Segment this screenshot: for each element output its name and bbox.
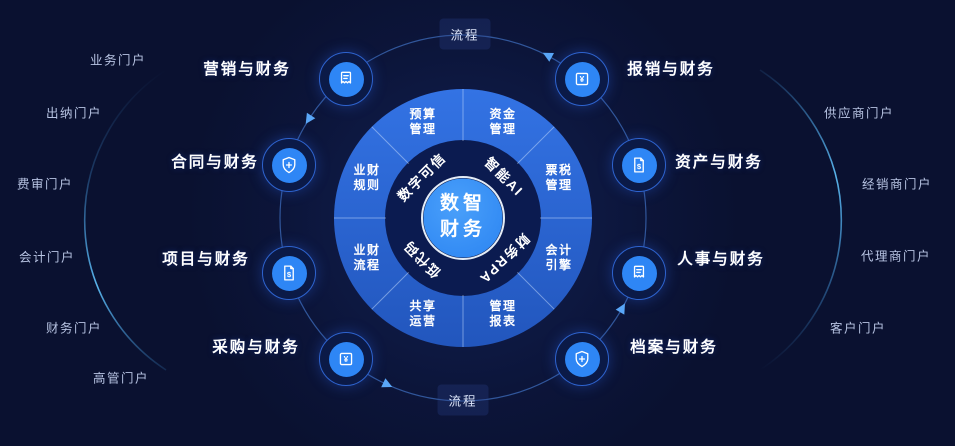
left-outer-arc — [83, 69, 167, 371]
module-label-archive-finance: 档案与财务 — [630, 339, 718, 356]
segment-budget: 预算 管理 — [409, 107, 437, 136]
node-marketing-finance — [319, 52, 373, 106]
portal-cashier: 出纳门户 — [45, 106, 103, 121]
yuan-badge-icon: ¥ — [339, 352, 353, 366]
module-label-reimbursement-finance: 报销与财务 — [627, 61, 715, 78]
node-procurement-finance: ¥ — [319, 332, 373, 386]
portal-finance: 财务门户 — [45, 321, 103, 336]
flow-arrow-bottom — [381, 378, 393, 388]
segment-bizfin-rules: 业财 规则 — [353, 163, 381, 192]
svg-text:$: $ — [287, 270, 292, 279]
svg-text:$: $ — [637, 162, 642, 171]
yuan-badge-icon: ¥ — [575, 72, 589, 86]
receipt-icon — [633, 265, 645, 278]
node-project-finance: $ — [262, 246, 316, 300]
right-outer-arc — [759, 69, 843, 371]
svg-text:¥: ¥ — [580, 74, 585, 84]
segment-tax: 票税 管理 — [545, 163, 573, 192]
portal-business: 业务门户 — [89, 53, 147, 68]
portal-supplier: 供应商门户 — [823, 106, 895, 121]
shield-plus-icon — [575, 350, 589, 368]
center-circle — [423, 178, 503, 258]
receipt-icon — [340, 71, 352, 84]
svg-text:¥: ¥ — [344, 354, 349, 364]
segment-treasury: 资金 管理 — [489, 107, 517, 136]
flow-arrow-left — [305, 112, 316, 124]
node-contract-finance — [262, 138, 316, 192]
node-archive-finance — [555, 332, 609, 386]
node-asset-finance: $ — [612, 138, 666, 192]
module-label-hr-finance: 人事与财务 — [677, 251, 765, 268]
module-label-asset-finance: 资产与财务 — [675, 154, 763, 171]
center-title: 数智 财务 — [440, 191, 486, 243]
node-reimbursement-finance: ¥ — [555, 52, 609, 106]
outer-segment-dividers — [334, 89, 592, 347]
center-title-line1: 数智 — [439, 193, 487, 214]
portal-executive: 高管门户 — [92, 371, 150, 386]
segment-bizfin-process: 业财 流程 — [353, 243, 381, 272]
dollar-document-icon: $ — [634, 157, 644, 173]
shield-plus-icon — [282, 156, 296, 174]
flow-arrow-right — [615, 303, 625, 315]
center-halo-ring — [421, 176, 505, 260]
module-label-contract-finance: 合同与财务 — [171, 154, 259, 171]
portal-expense-audit: 费审门户 — [16, 177, 74, 192]
flow-arrow-top — [542, 52, 554, 62]
module-label-project-finance: 项目与财务 — [162, 251, 250, 268]
center-title-line2: 财务 — [439, 219, 487, 240]
segment-mgmt-report: 管理 报表 — [489, 299, 517, 328]
module-label-marketing-finance: 营销与财务 — [203, 61, 291, 78]
portal-distributor: 经销商门户 — [861, 177, 933, 192]
flow-label-top: 流程 — [439, 18, 491, 50]
flow-label-bottom: 流程 — [437, 384, 489, 416]
portal-agent: 代理商门户 — [860, 249, 932, 264]
flow-ring — [279, 34, 647, 402]
portal-accountant: 会计门户 — [18, 250, 76, 265]
segment-accounting-engine: 会计 引擎 — [545, 243, 573, 272]
portal-customer: 客户门户 — [829, 321, 887, 336]
module-label-procurement-finance: 采购与财务 — [212, 339, 300, 356]
dollar-document-icon: $ — [284, 265, 294, 281]
node-hr-finance — [612, 246, 666, 300]
segment-shared-ops: 共享 运营 — [409, 299, 437, 328]
